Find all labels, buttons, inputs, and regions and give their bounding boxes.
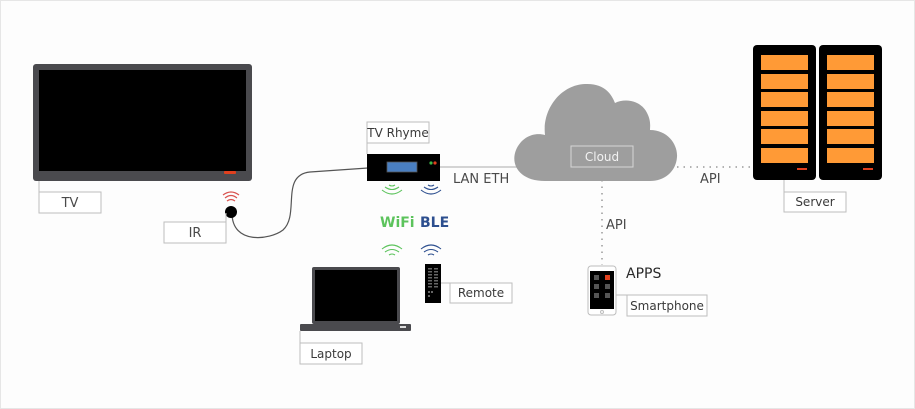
- tv-rhyme-label-text: TV Rhyme: [366, 126, 428, 140]
- tv-label: TV: [38, 191, 102, 214]
- remote-label-text: Remote: [458, 286, 504, 300]
- tv-rhyme-device-icon: [367, 154, 440, 181]
- ir-label: IR: [163, 221, 227, 244]
- laptop-label: Laptop: [299, 342, 363, 365]
- ble-signal-icon-bottom: [420, 244, 442, 256]
- smartphone-label-text: Smartphone: [630, 299, 704, 313]
- tv-icon: [33, 64, 252, 192]
- ir-blaster-icon: [225, 206, 237, 218]
- apps-label: APPS: [626, 266, 661, 282]
- ir-label-text: IR: [189, 226, 202, 241]
- remote-icon: [425, 264, 441, 303]
- server-label-text: Server: [795, 195, 834, 209]
- cloud-label: Cloud: [570, 145, 634, 168]
- api-phone-label: API: [606, 218, 627, 233]
- tv-label-text: TV: [61, 196, 79, 211]
- ble-label: BLE: [420, 215, 449, 231]
- tv-rhyme-label: TV Rhyme: [366, 121, 430, 144]
- cloud-label-text: Cloud: [585, 150, 619, 164]
- laptop-label-text: Laptop: [310, 347, 351, 361]
- cloud-icon: [514, 83, 678, 181]
- server-rack-left-icon: [753, 45, 816, 180]
- wifi-signal-icon-bottom: [381, 244, 403, 256]
- ble-signal-icon-top: [420, 184, 442, 195]
- laptop-icon: [300, 267, 411, 331]
- ir-signal-icon: [222, 191, 240, 202]
- server-rack-right-icon: [819, 45, 882, 180]
- smartphone-label: Smartphone: [626, 294, 708, 317]
- lan-eth-label: LAN ETH: [453, 172, 509, 187]
- ir-cable: [231, 167, 369, 239]
- api-server-label: API: [700, 172, 721, 187]
- wifi-signal-icon-top: [381, 184, 403, 195]
- server-label: Server: [783, 191, 847, 213]
- remote-label: Remote: [449, 282, 513, 304]
- smartphone-icon: [587, 265, 617, 316]
- wifi-label: WiFi: [380, 215, 415, 231]
- tv-led: [224, 171, 236, 174]
